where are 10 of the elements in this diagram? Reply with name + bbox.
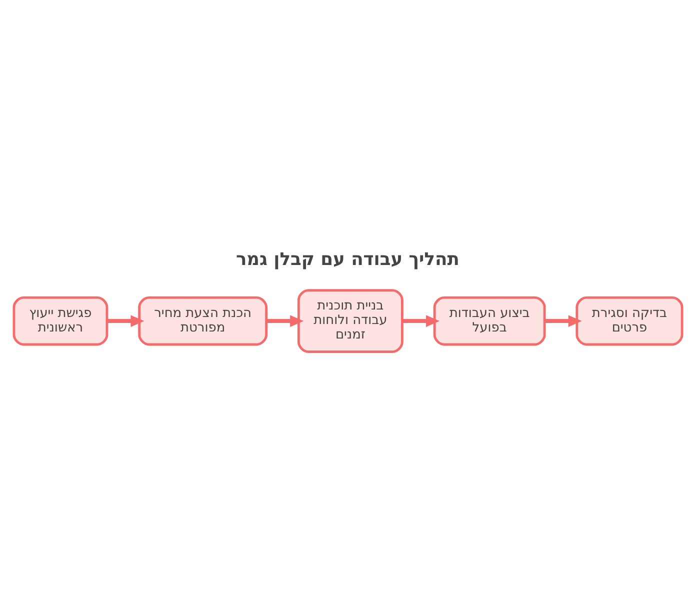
node-box: פגישת ייעוץ ראשונית bbox=[12, 296, 108, 346]
arrow bbox=[266, 315, 304, 327]
node-box: בניית תוכנית עבודה ולוחות זמנים bbox=[297, 289, 404, 353]
arrow bbox=[402, 315, 440, 327]
node-box: הכנת הצעת מחיר מפורטת bbox=[138, 296, 268, 346]
diagram-title: תהליך עבודה עם קבלן גמר bbox=[236, 248, 460, 270]
arrow bbox=[544, 315, 582, 327]
node-box: ביצוע העבודות בפועל bbox=[433, 296, 546, 346]
arrow bbox=[107, 315, 144, 327]
node-box: בדיקה וסגירת פרטים bbox=[576, 296, 684, 346]
